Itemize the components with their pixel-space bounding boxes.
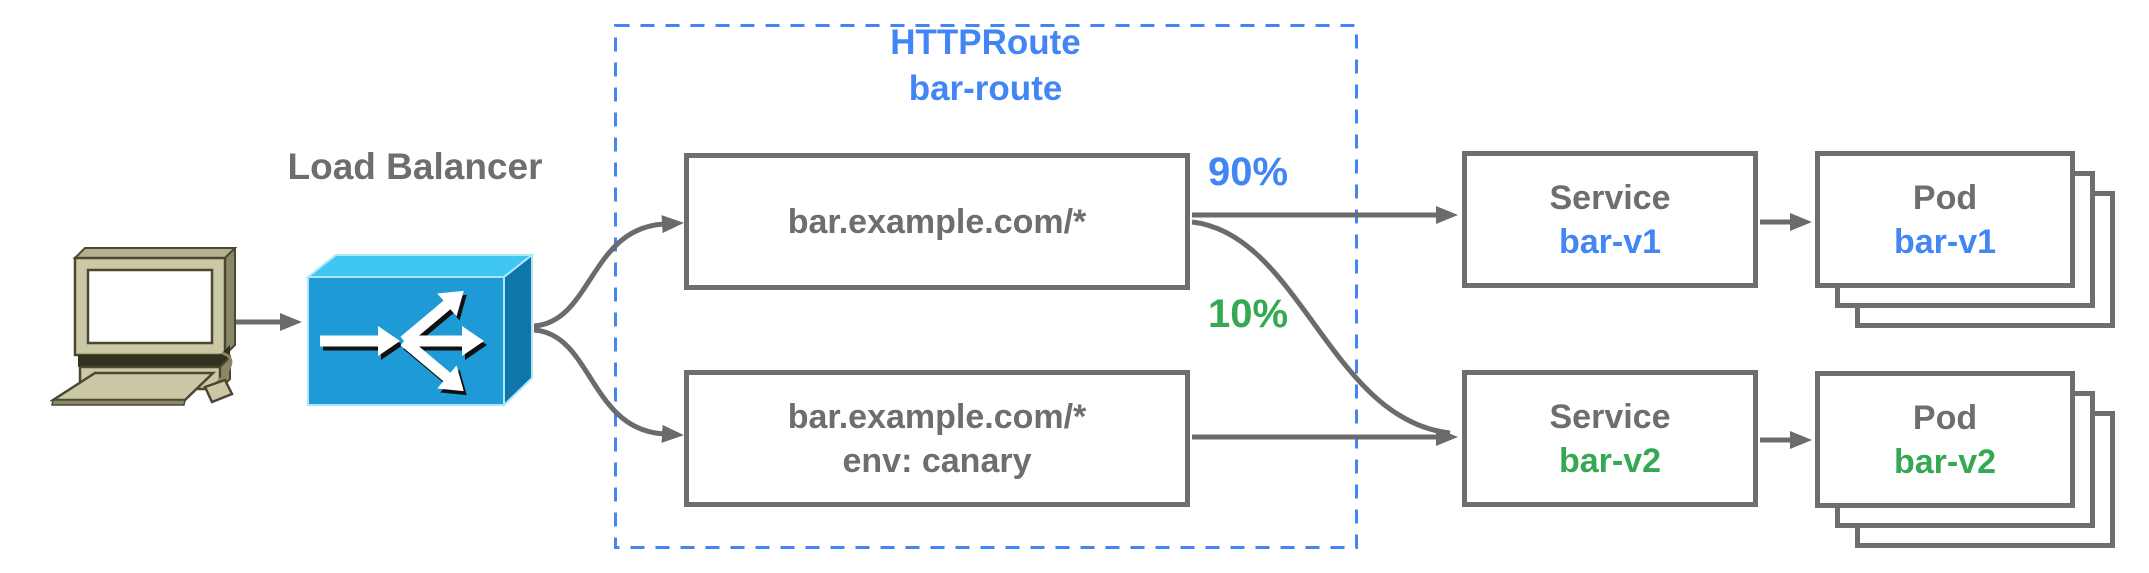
traffic-weight-90: 90% bbox=[1208, 150, 1289, 194]
route-rule-box-primary: bar.example.com/* bbox=[684, 153, 1190, 290]
route-rule-match-label: bar.example.com/* bbox=[787, 202, 1087, 241]
desktop-computer-icon bbox=[50, 247, 238, 406]
pod-box-bar-v1: Pod bar-v1 bbox=[1815, 151, 2075, 288]
load-balancer-label: Load Balancer bbox=[287, 146, 543, 187]
service-box-bar-v2: Service bar-v2 bbox=[1462, 370, 1758, 507]
httproute-kind-label: HTTPRoute bbox=[890, 23, 1081, 62]
traffic-weight-10: 10% bbox=[1208, 292, 1289, 336]
pod-box-bar-v2: Pod bar-v2 bbox=[1815, 371, 2075, 508]
route-rule-header-label: env: canary bbox=[842, 441, 1032, 480]
service-name-label: bar-v2 bbox=[1558, 441, 1662, 480]
curve-rule1-to-service2 bbox=[1191, 219, 1451, 436]
pod-kind-label: Pod bbox=[1912, 398, 1978, 437]
route-rule-match-label: bar.example.com/* bbox=[787, 397, 1087, 436]
service-name-label: bar-v1 bbox=[1558, 222, 1662, 261]
service-kind-label: Service bbox=[1549, 178, 1671, 217]
httproute-dashed-border bbox=[614, 24, 1358, 549]
pod-name-label: bar-v1 bbox=[1893, 222, 1997, 261]
arrow-lb-to-rule1 bbox=[533, 215, 684, 329]
pod-kind-label: Pod bbox=[1912, 178, 1978, 217]
arrow-lb-to-rule2 bbox=[533, 327, 684, 443]
load-balancer-icon bbox=[305, 252, 535, 408]
route-rule-box-canary: bar.example.com/* env: canary bbox=[684, 370, 1190, 507]
service-box-bar-v1: Service bar-v1 bbox=[1462, 151, 1758, 288]
httproute-name-label: bar-route bbox=[908, 69, 1063, 108]
pod-name-label: bar-v2 bbox=[1893, 442, 1997, 481]
service-kind-label: Service bbox=[1549, 397, 1671, 436]
httproute-title: HTTPRoute bar-route bbox=[613, 20, 1358, 112]
pod-stack-bar-v1: Pod bar-v1 bbox=[1815, 151, 2117, 331]
pod-stack-bar-v2: Pod bar-v2 bbox=[1815, 371, 2117, 551]
